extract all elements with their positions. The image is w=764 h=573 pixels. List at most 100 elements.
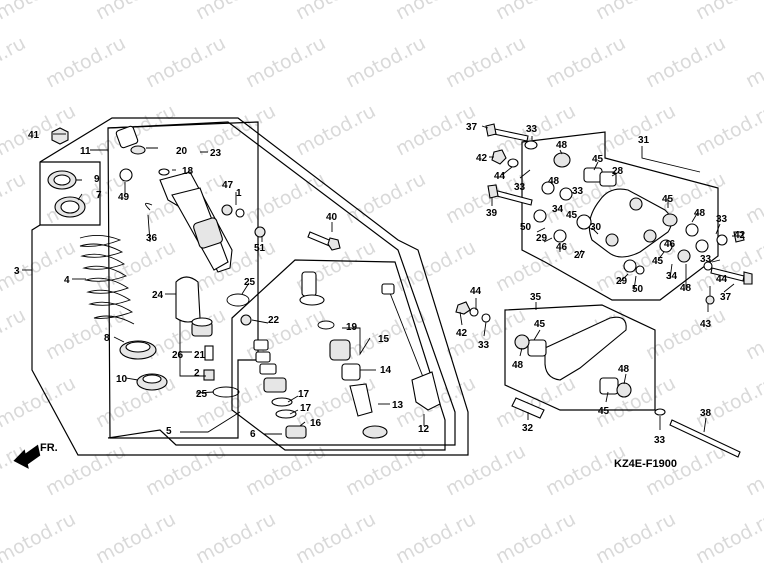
callout-7: 7 xyxy=(96,190,102,201)
callout-18: 18 xyxy=(182,166,194,177)
part-bolt-49 xyxy=(119,168,133,182)
callout-4: 4 xyxy=(64,275,70,286)
callout-33-right-low: 33 xyxy=(700,254,712,265)
part-bumper-stack xyxy=(299,271,388,439)
callout-34-a: 34 xyxy=(552,204,564,215)
callout-2: 2 xyxy=(194,368,200,379)
callout-20: 20 xyxy=(176,146,188,157)
callout-1: 1 xyxy=(236,188,242,199)
part-collar-45 xyxy=(583,167,603,183)
callout-27: 27 xyxy=(574,250,586,261)
part-collar-32 xyxy=(511,397,545,419)
callout-30: 30 xyxy=(590,222,602,233)
callout-11: 11 xyxy=(80,146,91,157)
callout-46-b: 46 xyxy=(664,239,676,250)
part-bearing-48-35 xyxy=(514,334,530,350)
callout-38: 38 xyxy=(700,408,712,419)
callout-24: 24 xyxy=(152,290,164,301)
callout-17-upper: 17 xyxy=(298,389,310,400)
callout-44-upper: 44 xyxy=(494,171,506,182)
callout-15: 15 xyxy=(378,334,390,345)
part-valve-21 xyxy=(204,345,214,361)
leader-lines xyxy=(22,125,740,435)
callout-25-upper: 25 xyxy=(244,277,256,288)
callout-40: 40 xyxy=(326,212,338,223)
callout-42-right: 42 xyxy=(734,230,746,241)
callout-9: 9 xyxy=(94,174,100,185)
frame-outline-35 xyxy=(504,304,656,411)
callout-48-e: 48 xyxy=(512,360,524,371)
callout-labels: 41 11 9 7 3 4 8 10 20 23 18 49 47 1 36 5… xyxy=(14,122,746,446)
frame-outline-6 xyxy=(231,259,446,451)
part-bolt-38 xyxy=(669,419,741,458)
callout-51: 51 xyxy=(254,243,266,254)
callout-33-link: 33 xyxy=(572,186,584,197)
callout-45-b: 45 xyxy=(566,210,578,221)
part-bolt-37-lower xyxy=(710,267,745,282)
part-ring-19 xyxy=(317,320,335,330)
callout-22: 22 xyxy=(268,315,280,326)
part-clip-25 xyxy=(226,293,250,307)
callout-50-b: 50 xyxy=(632,284,644,295)
callout-47: 47 xyxy=(222,180,234,191)
callout-12: 12 xyxy=(418,424,430,435)
part-collar-45-35 xyxy=(527,339,547,357)
callout-35: 35 xyxy=(530,292,542,303)
part-damper-body xyxy=(115,125,233,273)
part-cap-18 xyxy=(158,168,170,176)
frame-outline-11 xyxy=(107,121,456,446)
part-bearing-48 xyxy=(553,152,571,168)
callout-39: 39 xyxy=(486,208,498,219)
callout-29-b: 29 xyxy=(616,276,628,287)
part-nut-51 xyxy=(254,226,266,238)
callout-50-a: 50 xyxy=(520,222,532,233)
part-nut-47 xyxy=(221,204,233,216)
callout-10: 10 xyxy=(116,374,128,385)
callout-45-a: 45 xyxy=(592,154,604,165)
frame-outline-31 xyxy=(521,131,719,301)
part-link-35 xyxy=(544,316,627,381)
part-nut-41 xyxy=(51,127,69,145)
callout-33-bottom: 33 xyxy=(654,435,666,446)
part-hose-36 xyxy=(145,202,153,243)
callout-28: 28 xyxy=(612,166,624,177)
callout-33-left: 33 xyxy=(478,340,490,351)
callout-36: 36 xyxy=(146,233,158,244)
callout-41: 41 xyxy=(28,130,40,141)
front-marker: FR. xyxy=(13,442,58,469)
callout-48-d: 48 xyxy=(680,283,692,294)
callout-25-lower: 25 xyxy=(196,389,208,400)
part-joint-20 xyxy=(115,125,139,149)
callout-33-mid: 33 xyxy=(514,182,526,193)
callout-49: 49 xyxy=(118,192,130,203)
part-rod-12 xyxy=(381,283,441,411)
parts-layer xyxy=(47,123,753,458)
part-nut-42 xyxy=(491,149,507,165)
callout-48-c: 48 xyxy=(694,208,706,219)
frame-outline-7-9 xyxy=(40,161,101,226)
callout-26: 26 xyxy=(172,350,184,361)
callout-48-f: 48 xyxy=(618,364,630,375)
shock-assembly-frames xyxy=(31,117,469,456)
arrow-left-icon xyxy=(13,444,41,469)
callout-44-right: 44 xyxy=(716,274,728,285)
callout-37-lower: 37 xyxy=(720,292,732,303)
callout-45-d: 45 xyxy=(652,256,664,267)
callout-33-upper: 33 xyxy=(526,124,538,135)
callout-29-a: 29 xyxy=(536,233,548,244)
callout-34-b: 34 xyxy=(666,271,678,282)
callout-14: 14 xyxy=(380,365,392,376)
callout-21: 21 xyxy=(194,350,206,361)
linkage-assembly-frames xyxy=(504,131,719,411)
part-spring-4 xyxy=(79,235,135,325)
callout-42-left: 42 xyxy=(456,328,468,339)
callout-46-a: 46 xyxy=(556,242,568,253)
diagram-code: KZ4E-F1900 xyxy=(614,458,677,470)
part-washer-33 xyxy=(524,140,538,150)
callout-42-upper: 42 xyxy=(476,153,488,164)
part-nut-22 xyxy=(240,314,252,326)
callout-6: 6 xyxy=(250,429,256,440)
callout-8: 8 xyxy=(104,333,110,344)
callout-45-f: 45 xyxy=(598,406,610,417)
